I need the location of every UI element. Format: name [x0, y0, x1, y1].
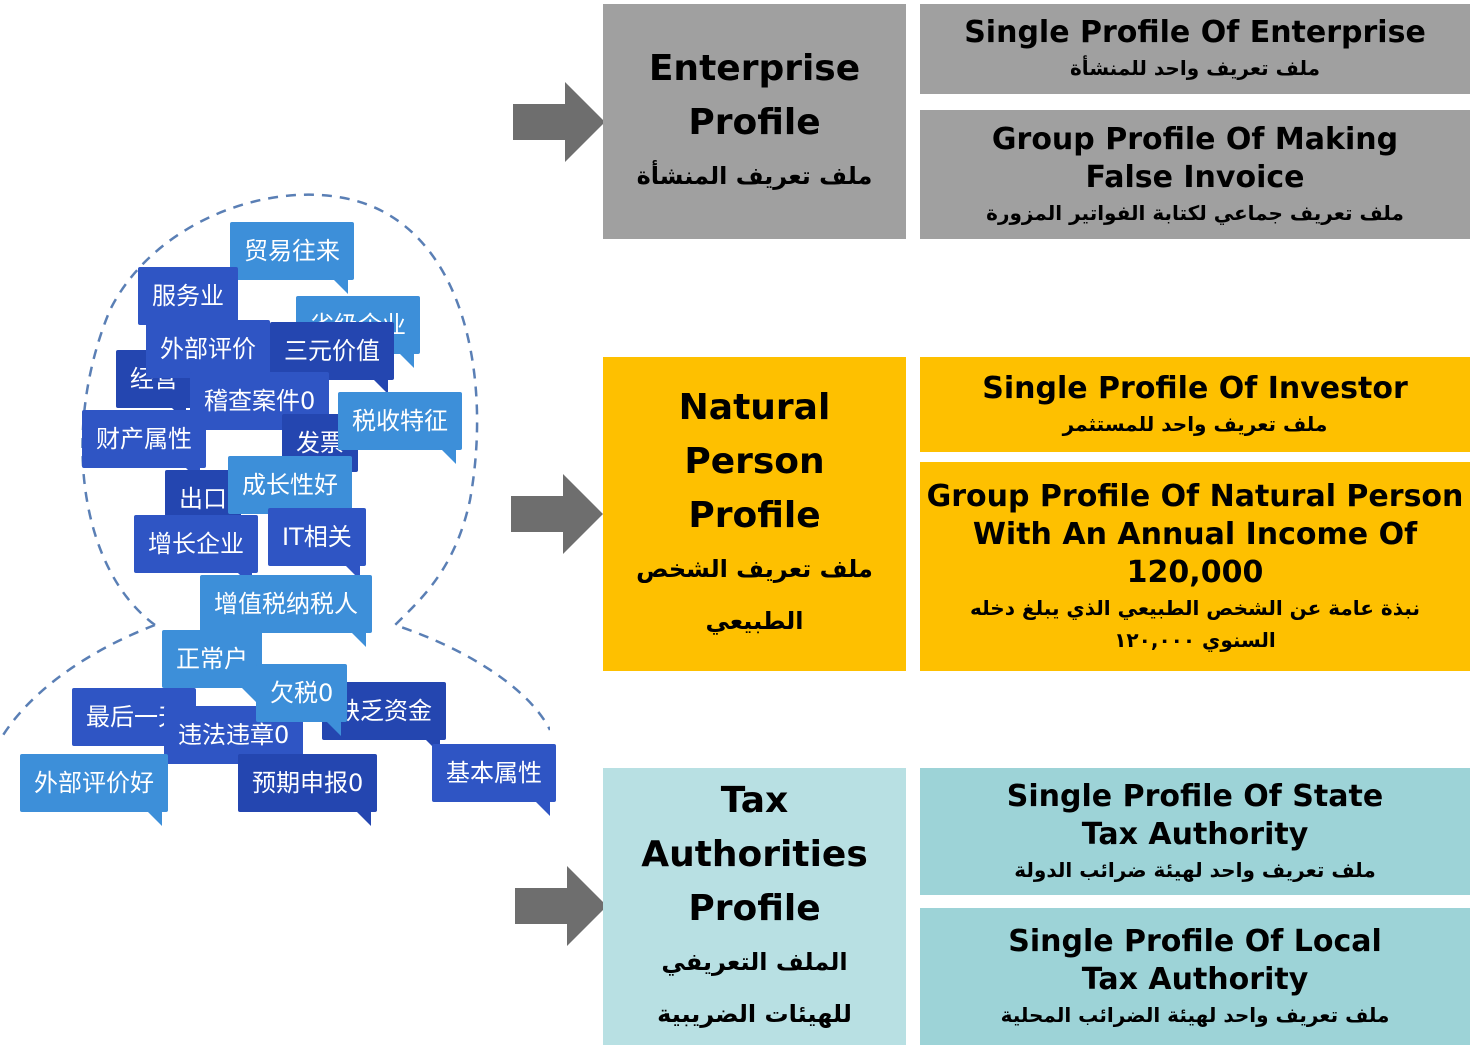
word-tag: 基本属性 — [432, 744, 556, 816]
word-tag: 税收特征 — [338, 392, 462, 464]
state-tax-authority-arabic: ملف تعريف واحد لهيئة ضرائب الدولة — [1014, 857, 1376, 882]
single-investor-title: Single Profile Of Investor — [982, 370, 1408, 406]
right-arrow-icon — [513, 82, 605, 162]
single-enterprise-box: Single Profile Of Enterprise ملف تعريف و… — [920, 4, 1470, 94]
enterprise-profile-title: Enterprise Profile — [648, 47, 861, 143]
word-tag: 增长企业 — [134, 515, 258, 587]
word-tag: 预期申报0 — [238, 754, 378, 826]
annual-income-group-arabic: نبذة عامة عن الشخص الطبيعي الذي يبلغ دخل… — [970, 595, 1420, 652]
local-tax-authority-arabic: ملف تعريف واحد لهيئة الضرائب المحلية — [1000, 1002, 1390, 1027]
tax-authorities-profile-title: Tax Authorities Profile — [641, 779, 868, 929]
word-tag: IT相关 — [268, 508, 366, 580]
word-tag: 增值税纳税人 — [200, 575, 372, 647]
profile-illustration: 贸易往来 服务业 省级企业 经营 三元价值 外部评价 稽查案件0 发票 税收特征… — [0, 170, 556, 870]
word-tag: 外部评价好 — [20, 754, 168, 826]
single-enterprise-title: Single Profile Of Enterprise — [964, 15, 1426, 50]
person-head-silhouette-icon — [0, 193, 550, 741]
word-tag: 服务业 — [138, 267, 238, 339]
single-enterprise-arabic: ملف تعريف واحد للمنشأة — [1070, 56, 1320, 80]
word-tag: 财产属性 — [82, 410, 206, 482]
single-investor-box: Single Profile Of Investor ملف تعريف واح… — [920, 357, 1470, 452]
right-arrow-icon — [511, 474, 603, 554]
tax-authorities-profile-box: Tax Authorities Profile الملف التعريفي ل… — [603, 768, 906, 1045]
word-tag: 贸易往来 — [230, 222, 354, 294]
single-investor-arabic: ملف تعريف واحد للمستثمر — [1062, 411, 1328, 436]
natural-person-profile-box: Natural Person Profile ملف تعريف الشخص ا… — [603, 357, 906, 671]
state-tax-authority-box: Single Profile Of State Tax Authority مل… — [920, 768, 1470, 895]
natural-person-profile-title: Natural Person Profile — [678, 387, 831, 536]
word-tag: 外部评价 — [146, 320, 270, 392]
annual-income-group-box: Group Profile Of Natural Person With An … — [920, 462, 1470, 671]
annual-income-group-title: Group Profile Of Natural Person With An … — [926, 478, 1464, 590]
enterprise-profile-arabic: ملف تعريف المنشأة — [636, 161, 873, 190]
false-invoice-group-title: Group Profile Of Making False Invoice — [991, 121, 1399, 195]
local-tax-authority-box: Single Profile Of Local Tax Authority مل… — [920, 908, 1470, 1045]
local-tax-authority-title: Single Profile Of Local Tax Authority — [1008, 923, 1382, 997]
word-tag: 正常户 — [162, 630, 262, 702]
word-tag: 三元价值 — [270, 322, 394, 394]
state-tax-authority-title: Single Profile Of State Tax Authority — [1006, 778, 1384, 852]
enterprise-profile-box: Enterprise Profile ملف تعريف المنشأة — [603, 4, 906, 239]
word-tag: 缺乏资金 — [322, 682, 446, 754]
tax-authorities-profile-arabic: الملف التعريفي للهيئات الضريبية — [657, 947, 852, 1028]
right-arrow-icon — [515, 866, 607, 946]
word-tag: 欠税0 — [256, 664, 348, 736]
false-invoice-group-arabic: ملف تعريف جماعي لكتابة الفواتير المزورة — [986, 200, 1404, 225]
word-tag: 成长性好 — [228, 456, 352, 528]
false-invoice-group-box: Group Profile Of Making False Invoice مل… — [920, 110, 1470, 239]
natural-person-profile-arabic: ملف تعريف الشخص الطبيعي — [636, 555, 873, 635]
